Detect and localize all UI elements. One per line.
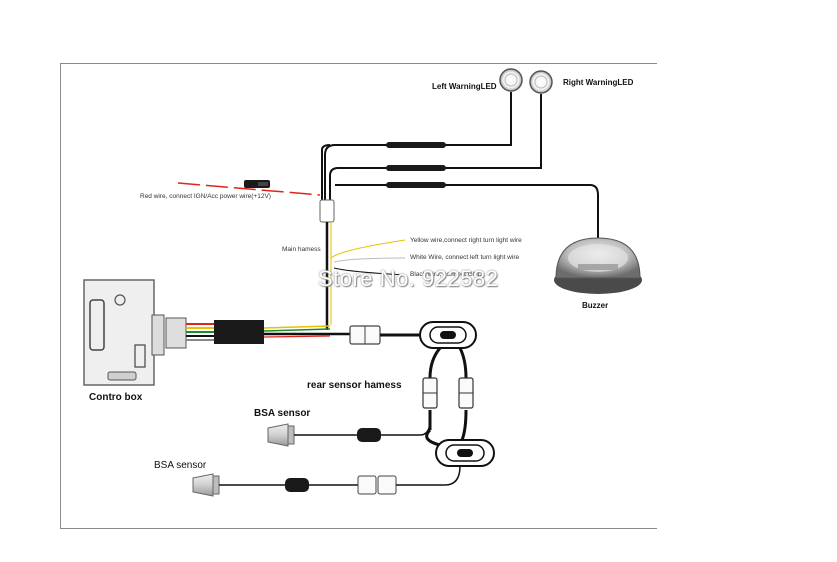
rear-junction-top <box>419 321 477 349</box>
turn-light-leads <box>330 239 406 276</box>
red-power-wire <box>177 180 321 196</box>
store-watermark: Store No. 922582 <box>318 266 499 291</box>
harness-plug-left <box>422 377 438 409</box>
inline-connectors <box>386 142 446 188</box>
red-wire-label: Red wire, connect IGN/Acc power wire(+12… <box>140 193 271 200</box>
control-box <box>83 279 165 386</box>
buzzer-label: Buzzer <box>582 301 609 310</box>
bsa-sensor-1 <box>267 419 431 447</box>
led-wires <box>321 92 599 248</box>
bsa-sensor-2 <box>192 465 461 497</box>
bsa-sensor-label-1: BSA sensor <box>254 408 311 419</box>
white-wire-label: White Wire, connect left turn light wire <box>410 254 520 261</box>
main-harness-label: Main hamess <box>282 246 321 253</box>
right-led-label: Right WarningLED <box>563 78 634 87</box>
left-led-label: Left WarningLED <box>432 82 497 91</box>
rear-harness-wires <box>425 347 468 447</box>
rear-harness-connector <box>349 325 420 345</box>
main-harness-cable <box>165 317 350 349</box>
left-warning-led <box>499 68 523 92</box>
diagram-frame <box>60 63 657 529</box>
rear-harness-label: rear sensor hamess <box>307 380 402 391</box>
black-wire-label: Black wire, connect GND <box>410 271 483 278</box>
harness-junction <box>319 199 335 330</box>
buzzer <box>554 237 642 294</box>
rear-junction-bottom <box>435 439 495 467</box>
bsa-sensor-label-2: BSA sensor <box>154 460 207 471</box>
harness-plug-right <box>458 377 474 409</box>
control-box-label: Contro box <box>89 392 143 403</box>
yellow-wire-label: Yellow wire,connect right turn light wir… <box>410 237 522 244</box>
right-warning-led <box>529 70 553 94</box>
